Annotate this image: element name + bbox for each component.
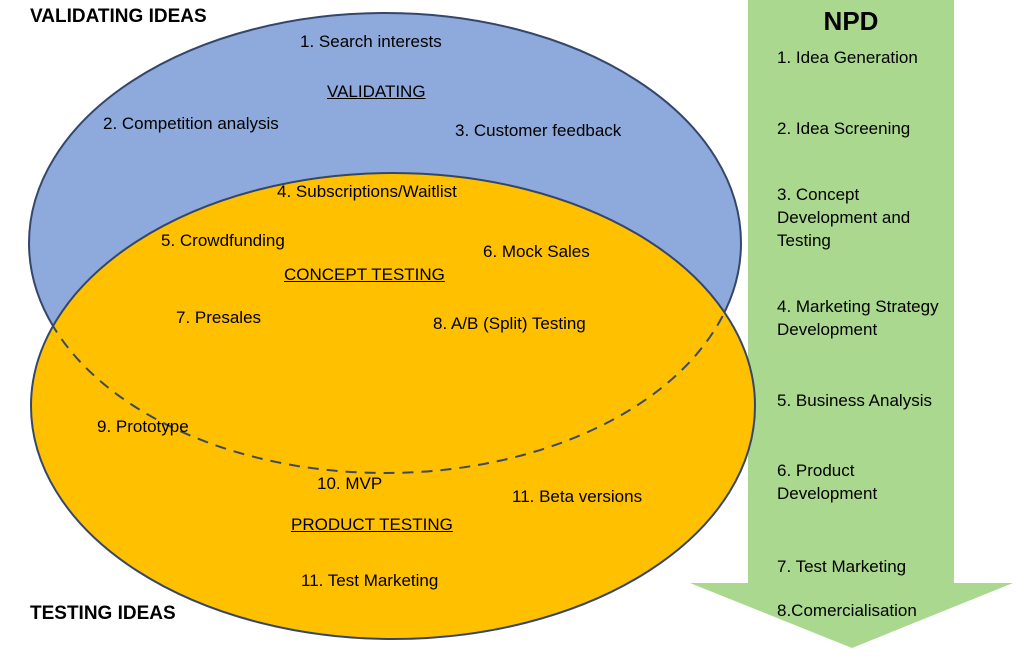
npd-step-business-analysis: 5. Business Analysis <box>777 391 932 410</box>
npd-title: NPD <box>823 6 879 36</box>
product-item-test-marketing: 11. Test Marketing <box>301 571 439 590</box>
concept-item-subscriptions-waitlist: 4. Subscriptions/Waitlist <box>277 182 457 201</box>
concept-item-ab-split-testing: 8. A/B (Split) Testing <box>433 314 586 333</box>
npd-step-concept-development-testing: 3. Concept Development and Testing <box>777 185 911 250</box>
validating-item-customer-feedback: 3. Customer feedback <box>455 121 622 140</box>
validating-item-competition-analysis: 2. Competition analysis <box>103 114 279 133</box>
testing-ideas-label: TESTING IDEAS <box>30 603 176 624</box>
npd-step-idea-screening: 2. Idea Screening <box>777 119 911 138</box>
npd-step-test-marketing: 7. Test Marketing <box>777 557 907 576</box>
testing-ellipse <box>30 172 756 640</box>
product-item-mvp: 10. MVP <box>317 474 383 493</box>
npd-arrow <box>690 0 1013 648</box>
concept-testing-zone-heading: CONCEPT TESTING <box>284 265 445 284</box>
npd-step-commercialisation: 8.Comercialisation <box>777 601 917 620</box>
concept-item-mock-sales: 6. Mock Sales <box>483 242 590 261</box>
concept-item-presales: 7. Presales <box>176 308 262 327</box>
product-item-prototype: 9. Prototype <box>97 417 189 436</box>
validating-item-search-interests: 1. Search interests <box>300 32 442 51</box>
product-item-beta-versions: 11. Beta versions <box>512 487 643 506</box>
npd-step-product-development: 6. Product Development <box>777 461 878 503</box>
npd-step-marketing-strategy-development: 4. Marketing Strategy Development <box>777 297 939 339</box>
npd-step-idea-generation: 1. Idea Generation <box>777 48 918 67</box>
validating-zone-heading: VALIDATING <box>327 82 426 101</box>
product-testing-zone-heading: PRODUCT TESTING <box>291 515 453 534</box>
concept-item-crowdfunding: 5. Crowdfunding <box>161 231 285 250</box>
validating-ideas-label: VALIDATING IDEAS <box>30 6 207 27</box>
